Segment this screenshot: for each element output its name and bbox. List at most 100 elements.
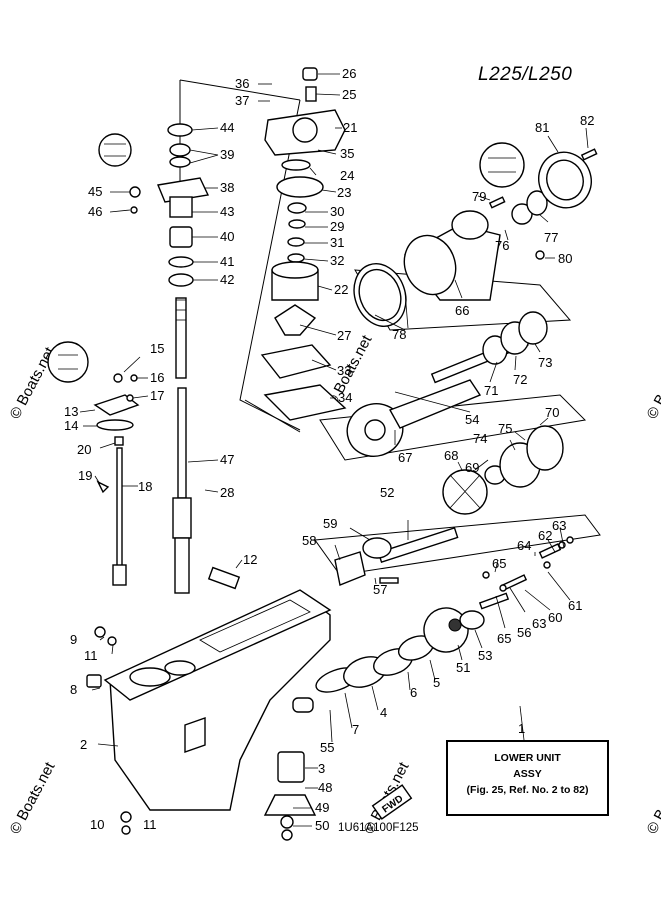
part-number: 58 — [302, 533, 316, 548]
drawing-code: 1U61A100F125 — [338, 822, 419, 834]
part-number: 74 — [473, 431, 487, 446]
part-number: 56 — [517, 625, 531, 640]
group-outlines — [179, 79, 601, 576]
part-number: 35 — [340, 146, 354, 161]
part-number: 3 — [318, 761, 325, 776]
part-number: 71 — [484, 383, 498, 398]
part-number: 51 — [456, 660, 470, 675]
part-number: 63 — [552, 518, 566, 533]
part-number: 52 — [380, 485, 394, 500]
part-number: 63 — [532, 616, 546, 631]
prop-shaft-gears — [334, 527, 574, 688]
part-number: 47 — [220, 452, 234, 467]
part-number: 42 — [220, 272, 234, 287]
part-number: 12 — [243, 552, 257, 567]
part-number: 33 — [337, 363, 351, 378]
part-number: 82 — [580, 113, 594, 128]
part-number: 6 — [410, 685, 417, 700]
part-number: 55 — [320, 740, 334, 755]
info-box-line-3: (Fig. 25, Ref. No. 2 to 82) — [466, 784, 589, 796]
part-number: 15 — [150, 341, 164, 356]
part-number: 7 — [352, 722, 359, 737]
part-number: 72 — [513, 372, 527, 387]
part-number: 17 — [150, 388, 164, 403]
part-number: 57 — [373, 582, 387, 597]
part-number: 16 — [150, 370, 164, 385]
lower-unit-info-box: LOWER UNIT ASSY (Fig. 25, Ref. No. 2 to … — [446, 740, 609, 816]
part-number: 18 — [138, 479, 152, 494]
part-number: 64 — [517, 538, 531, 553]
part-number: 11 — [143, 817, 157, 832]
watermark-bottom-left: © Boats.net — [7, 759, 59, 837]
part-number: 30 — [330, 204, 344, 219]
part-number: 45 — [88, 184, 102, 199]
part-number: 4 — [380, 705, 387, 720]
part-number: 50 — [315, 818, 329, 833]
info-box-line-2: ASSY — [513, 768, 542, 780]
part-number: 49 — [315, 800, 329, 815]
part-number: 24 — [340, 168, 354, 183]
part-number: 36 — [235, 76, 249, 91]
part-number: 77 — [544, 230, 558, 245]
part-number: 27 — [337, 328, 351, 343]
part-number: 9 — [70, 632, 77, 647]
part-number: 21 — [343, 120, 357, 135]
forward-gear-parts — [346, 311, 564, 515]
part-number: 5 — [433, 675, 440, 690]
part-number: 43 — [220, 204, 234, 219]
watermark-bottom-right: © Boats.net — [644, 759, 661, 837]
part-number: 41 — [220, 254, 234, 269]
part-number: 38 — [220, 180, 234, 195]
water-pump-assembly — [260, 67, 347, 421]
leader-lines — [79, 73, 589, 827]
part-number: 80 — [558, 251, 572, 266]
part-number: 65 — [497, 631, 511, 646]
part-number: 32 — [330, 253, 344, 268]
part-number: 1 — [518, 721, 525, 736]
part-number: 28 — [220, 485, 234, 500]
part-number: 11 — [84, 648, 98, 663]
part-number: 34 — [338, 390, 352, 405]
part-number: 40 — [220, 229, 234, 244]
part-number: 75 — [498, 421, 512, 436]
part-number: 20 — [77, 442, 91, 457]
part-number: 23 — [337, 185, 351, 200]
bearing-housing-parts — [353, 142, 598, 327]
shift-lever-parts — [47, 341, 140, 494]
part-number: 59 — [323, 516, 337, 531]
part-number: 37 — [235, 93, 249, 108]
part-number: 69 — [465, 460, 479, 475]
part-number: 10 — [90, 817, 104, 832]
part-number: 81 — [535, 120, 549, 135]
part-number: 46 — [88, 204, 102, 219]
part-number: 39 — [220, 147, 234, 162]
part-number: 68 — [444, 448, 458, 463]
drive-shaft — [172, 297, 192, 594]
part-number: 31 — [330, 235, 344, 250]
part-number-labels: 1 2 3 4 5 6 7 8 9 10 11 11 12 13 14 15 1… — [64, 66, 594, 833]
model-title: L225/L250 — [478, 64, 573, 85]
lower-unit-housing — [86, 566, 332, 835]
part-number: 67 — [398, 450, 412, 465]
part-number: 66 — [455, 303, 469, 318]
pinion-parts — [263, 667, 359, 841]
shift-rod — [112, 447, 127, 586]
part-number: 53 — [478, 648, 492, 663]
part-number: 22 — [334, 282, 348, 297]
info-box-line-1: LOWER UNIT — [494, 752, 561, 764]
part-number: 54 — [465, 412, 479, 427]
part-number: 60 — [548, 610, 562, 625]
part-number: 70 — [545, 405, 559, 420]
part-number: 8 — [70, 682, 77, 697]
part-number: 19 — [78, 468, 92, 483]
part-number: 65 — [492, 556, 506, 571]
part-number: 25 — [342, 87, 356, 102]
part-number: 14 — [64, 418, 78, 433]
part-number: 48 — [318, 780, 332, 795]
part-number: 78 — [392, 327, 406, 342]
part-number: 73 — [538, 355, 552, 370]
part-number: 76 — [495, 238, 509, 253]
left-upper-parts — [98, 123, 210, 287]
part-number: 62 — [538, 528, 552, 543]
